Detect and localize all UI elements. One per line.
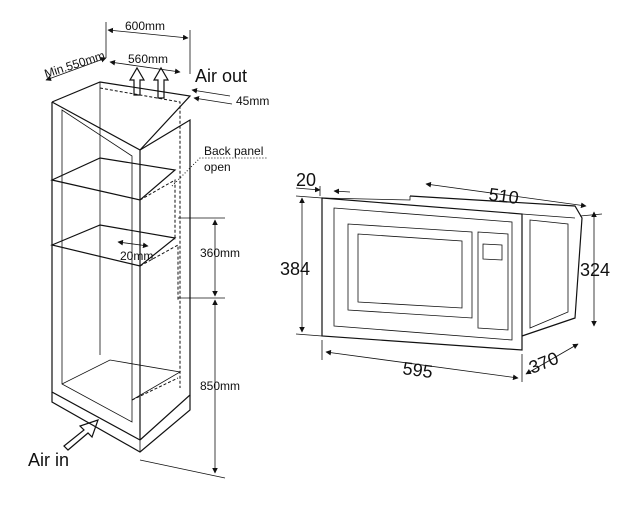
cabinet-top-face [51,81,192,151]
dim-min550-label: Min.550mm [43,48,107,81]
microwave-body-top-back [321,196,411,201]
dim-20mm-line [117,239,149,249]
dim-384-ext-bottom [295,333,323,337]
microwave-control-panel [477,231,509,331]
microwave-door-window [347,223,473,319]
air-in-arrow [63,419,99,451]
dim-min550-line [45,57,107,81]
air-out-label: Air out [195,66,247,86]
dim-595-label: 595 [401,358,434,382]
cabinet-side-dimensions: 360mm 850mm 20mm [117,217,240,479]
dim-600-label: 600mm [125,19,165,33]
microwave-door-window-inner [357,233,463,309]
back-panel-label-line1: Back panel [204,144,263,158]
microwave-dimensions: 20 510 384 324 595 370 [280,170,610,382]
back-panel-leader [171,157,268,187]
microwave-inner-frame [333,207,513,341]
niche-dashed-back-upper [139,179,176,240]
microwave-body-side [409,195,583,337]
cabinet-drawing [50,81,192,453]
cabinet-bottom-floor [61,359,182,401]
dim-45-arrow-b [193,96,233,105]
cabinet-top-dimensions: 600mm 560mm Min.550mm Air out 45mm [43,19,270,108]
dim-370-label: 370 [526,348,561,378]
niche-dashed-back-middle [139,244,179,300]
air-in-label: Air in [28,450,69,470]
microwave-drawing [321,195,583,351]
air-out-arrow-right [152,66,170,99]
dim-560-line [109,59,181,75]
microwave-body-top-edge [521,213,576,219]
back-panel-label-line2: open [204,160,231,174]
dim-510-line [425,181,587,209]
dim-595-line [325,349,519,381]
dim-20-arrow-right [333,188,351,195]
dim-600-line [107,27,189,41]
dim-324-label: 324 [580,260,610,280]
cabinet-inner-front [61,109,133,423]
dim-20-label: 20 [296,170,316,190]
cabinet-plinth [51,392,191,453]
dim-20-arrow-left [295,186,321,193]
dim-384-label: 384 [280,259,310,279]
dim-850-ext-bottom [139,459,226,479]
bottom-dashed-line [131,377,179,401]
dim-324-ext-top [579,213,603,217]
dim-45-arrow-a [191,88,231,97]
dim-20mm-label: 20mm [120,249,153,263]
microwave-body-side-panel [529,219,569,329]
air-in-note: Air in [28,419,99,470]
cabinet-right-face [139,118,191,441]
dim-370-line [525,343,579,375]
dim-45-label: 45mm [236,94,269,108]
microwave-front-frame [321,197,523,351]
shelf-middle [50,224,177,267]
dim-384-ext-top [295,195,323,199]
shelf-upper [50,157,177,201]
back-panel-note: Back panel open [171,144,268,187]
cabinet-back-panel-line [99,87,181,388]
dim-360-label: 360mm [200,246,240,260]
dim-850-label: 850mm [200,379,240,393]
dim-560-label: 560mm [128,52,168,66]
dim-510-label: 510 [487,184,520,208]
air-out-arrow-left [128,66,146,96]
microwave-display [482,243,503,261]
